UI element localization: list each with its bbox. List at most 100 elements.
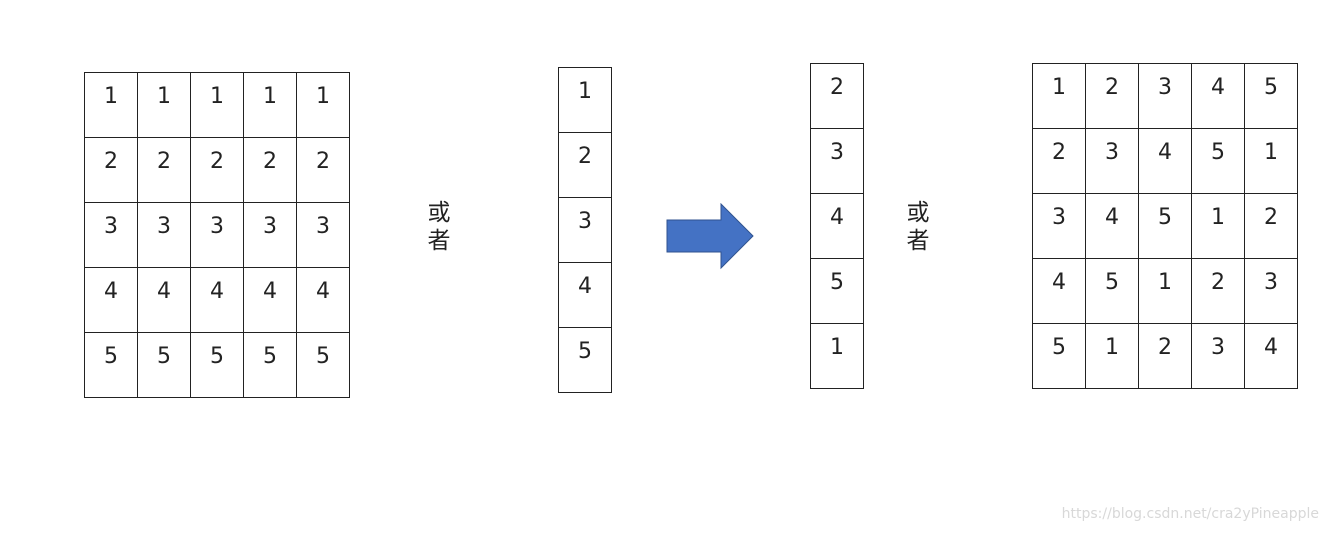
matrix-left-cell-value: 4 bbox=[316, 279, 330, 304]
column-right-cell: 2 bbox=[810, 63, 864, 129]
matrix-left-cell: 5 bbox=[84, 332, 138, 398]
matrix-right-cell: 5 bbox=[1032, 323, 1086, 389]
or-label-left: 或者 bbox=[427, 200, 451, 254]
column-right-cell: 3 bbox=[810, 128, 864, 194]
matrix-left-cell-value: 4 bbox=[157, 279, 171, 304]
matrix-left-cell: 3 bbox=[296, 202, 350, 268]
matrix-right-cell: 1 bbox=[1244, 128, 1298, 194]
matrix-left-cell-value: 5 bbox=[104, 344, 118, 369]
matrix-left-cell-value: 4 bbox=[263, 279, 277, 304]
matrix-left-cell: 4 bbox=[296, 267, 350, 333]
watermark: https://blog.csdn.net/cra2yPineapple bbox=[1061, 506, 1319, 522]
matrix-left-cell: 3 bbox=[137, 202, 191, 268]
column-mid-cell: 2 bbox=[558, 132, 612, 198]
matrix-left-cell-value: 5 bbox=[316, 344, 330, 369]
matrix-right-cell: 5 bbox=[1085, 258, 1139, 324]
column-mid-cell: 1 bbox=[558, 67, 612, 133]
matrix-left-cell-value: 4 bbox=[104, 279, 118, 304]
matrix-left-cell: 1 bbox=[243, 72, 297, 138]
matrix-left-cell: 1 bbox=[137, 72, 191, 138]
column-right-cell-value: 5 bbox=[830, 270, 844, 295]
matrix-left-cell: 4 bbox=[190, 267, 244, 333]
matrix-left-cell: 4 bbox=[137, 267, 191, 333]
column-mid-row: 3 bbox=[558, 197, 612, 263]
matrix-right-cell-value: 5 bbox=[1105, 270, 1119, 295]
matrix-right-cell-value: 1 bbox=[1158, 270, 1172, 295]
matrix-right-cell: 3 bbox=[1032, 193, 1086, 259]
matrix-left-cell: 2 bbox=[137, 137, 191, 203]
matrix-left-cell: 3 bbox=[84, 202, 138, 268]
matrix-right-cell-value: 3 bbox=[1105, 140, 1119, 165]
matrix-right-cell-value: 4 bbox=[1211, 75, 1225, 100]
matrix-left-cell-value: 1 bbox=[210, 84, 224, 109]
matrix-right-cell-value: 3 bbox=[1264, 270, 1278, 295]
matrix-right-cell: 5 bbox=[1191, 128, 1245, 194]
matrix-left-cell-value: 3 bbox=[316, 214, 330, 239]
matrix-left-cell: 4 bbox=[243, 267, 297, 333]
column-mid-row: 5 bbox=[558, 327, 612, 393]
matrix-right-cell-value: 2 bbox=[1211, 270, 1225, 295]
matrix-left-cell-value: 1 bbox=[263, 84, 277, 109]
matrix-left-cell-value: 3 bbox=[157, 214, 171, 239]
column-vector-shifted: 2 3 4 5 1 bbox=[810, 63, 864, 389]
matrix-left-cell-value: 2 bbox=[263, 149, 277, 174]
matrix-left-cell: 1 bbox=[296, 72, 350, 138]
matrix-right-cell-value: 1 bbox=[1211, 205, 1225, 230]
column-mid-cell: 4 bbox=[558, 262, 612, 328]
matrix-right-cell-value: 5 bbox=[1158, 205, 1172, 230]
matrix-right-cell: 1 bbox=[1138, 258, 1192, 324]
column-mid-cell-value: 2 bbox=[578, 144, 592, 169]
column-right-cell-value: 4 bbox=[830, 205, 844, 230]
matrix-right-cell-value: 2 bbox=[1264, 205, 1278, 230]
column-right-cell: 5 bbox=[810, 258, 864, 324]
matrix-left-cell: 2 bbox=[84, 137, 138, 203]
matrix-left-cell-value: 1 bbox=[316, 84, 330, 109]
matrix-right-cell: 4 bbox=[1085, 193, 1139, 259]
matrix-right-cell: 2 bbox=[1244, 193, 1298, 259]
matrix-right-cell-value: 2 bbox=[1158, 335, 1172, 360]
matrix-right-cell: 3 bbox=[1244, 258, 1298, 324]
column-right-cell-value: 3 bbox=[830, 140, 844, 165]
matrix-right-cell-value: 4 bbox=[1264, 335, 1278, 360]
column-mid-cell-value: 5 bbox=[578, 339, 592, 364]
matrix-left-cell-value: 2 bbox=[316, 149, 330, 174]
matrix-right-cell: 4 bbox=[1138, 128, 1192, 194]
matrix-right-cell: 3 bbox=[1138, 63, 1192, 129]
matrix-right-cell: 4 bbox=[1032, 258, 1086, 324]
matrix-left-cell-value: 5 bbox=[157, 344, 171, 369]
matrix-right-cell: 2 bbox=[1138, 323, 1192, 389]
matrix-right-cell: 1 bbox=[1191, 193, 1245, 259]
matrix-right-cell-value: 2 bbox=[1105, 75, 1119, 100]
matrix-left-cell: 1 bbox=[190, 72, 244, 138]
matrix-right-cell: 3 bbox=[1085, 128, 1139, 194]
column-right-row: 5 bbox=[810, 258, 864, 324]
matrix-right-cell: 2 bbox=[1032, 128, 1086, 194]
matrix-right-cell-value: 5 bbox=[1211, 140, 1225, 165]
matrix-left-cell-value: 3 bbox=[263, 214, 277, 239]
matrix-right-cell-value: 3 bbox=[1211, 335, 1225, 360]
matrix-right-cell: 5 bbox=[1244, 63, 1298, 129]
column-mid-cell-value: 3 bbox=[578, 209, 592, 234]
matrix-right-cell: 1 bbox=[1032, 63, 1086, 129]
matrix-right-cell: 2 bbox=[1085, 63, 1139, 129]
matrix-right-cell-value: 4 bbox=[1105, 205, 1119, 230]
matrix-left-cell: 5 bbox=[190, 332, 244, 398]
column-right-cell-value: 2 bbox=[830, 75, 844, 100]
matrix-left-cell: 4 bbox=[84, 267, 138, 333]
column-mid-cell-value: 4 bbox=[578, 274, 592, 299]
matrix-right-cell-value: 3 bbox=[1158, 75, 1172, 100]
matrix-right-row: 4 5 1 2 3 bbox=[1032, 258, 1298, 324]
column-right-cell: 4 bbox=[810, 193, 864, 259]
column-mid-row: 2 bbox=[558, 132, 612, 198]
matrix-right-cell-value: 5 bbox=[1264, 75, 1278, 100]
column-mid-cell-value: 1 bbox=[578, 79, 592, 104]
column-mid-row: 1 bbox=[558, 67, 612, 133]
column-right-cell: 1 bbox=[810, 323, 864, 389]
matrix-right-cell-value: 4 bbox=[1052, 270, 1066, 295]
